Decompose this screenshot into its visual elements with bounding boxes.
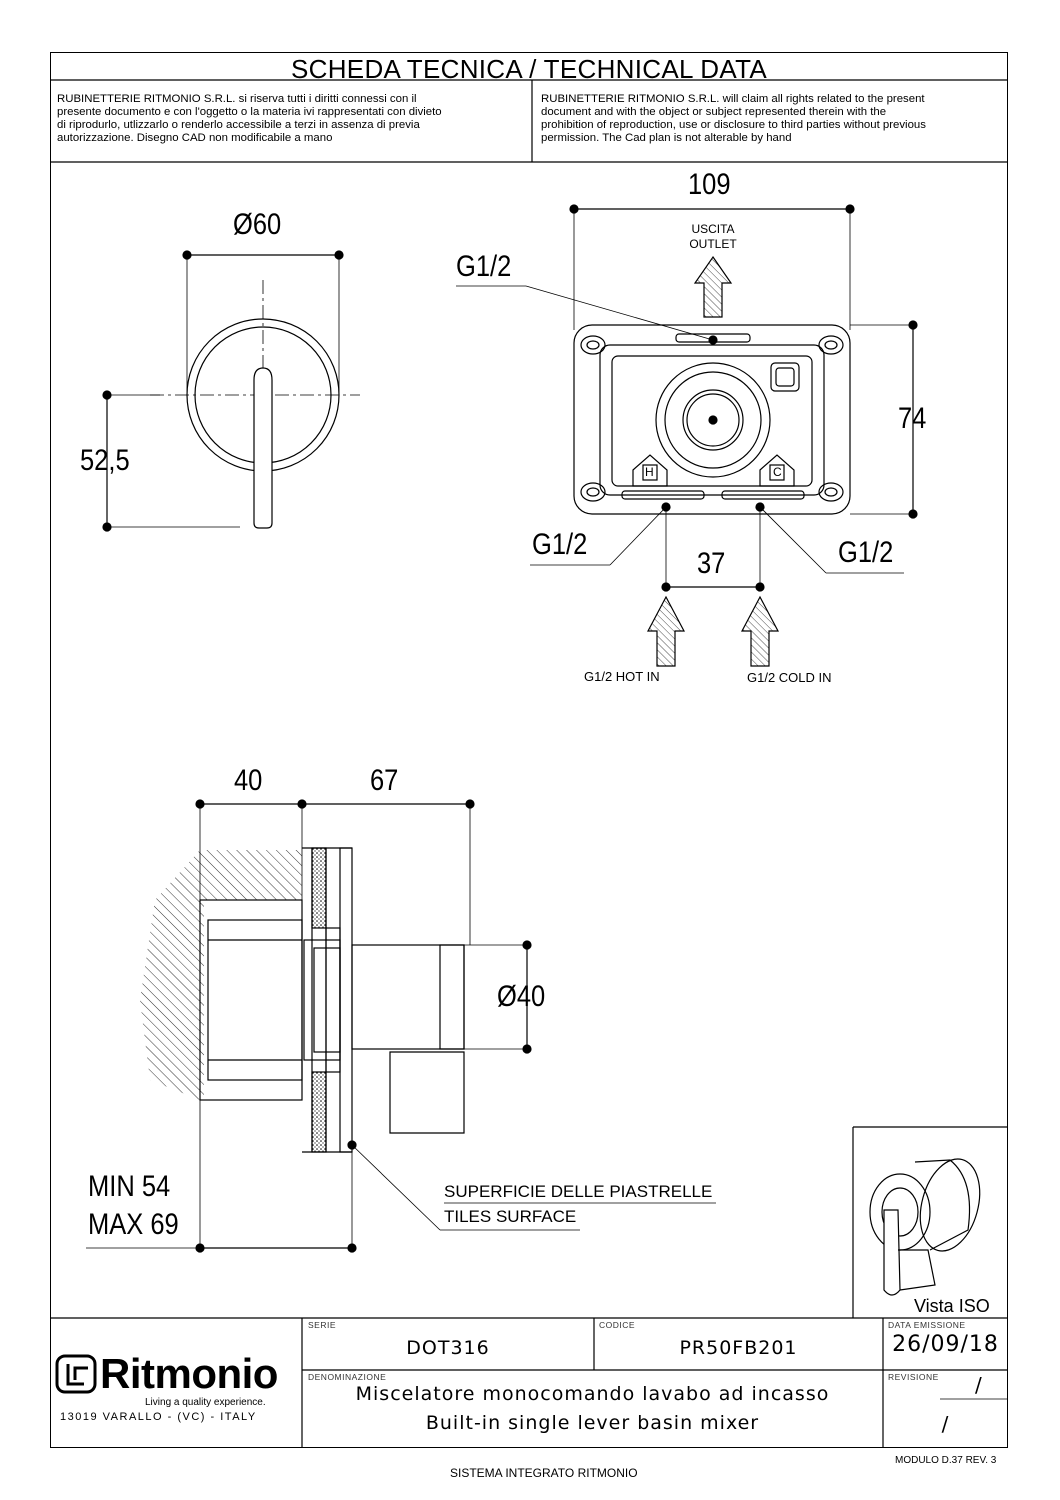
hot-in-label: G1/2 HOT IN bbox=[584, 669, 660, 684]
iso-view bbox=[852, 1126, 1008, 1318]
cold-marker: C bbox=[773, 465, 782, 479]
side-view bbox=[86, 799, 716, 1253]
depth-projection-label: 67 bbox=[370, 764, 399, 797]
system-label: SISTEMA INTEGRATO RITMONIO bbox=[450, 1466, 638, 1480]
inlet-spacing-label: 37 bbox=[697, 547, 726, 580]
hot-marker: H bbox=[645, 465, 654, 479]
serie-value: DOT316 bbox=[406, 1337, 490, 1359]
outlet-thread-label: G1/2 bbox=[456, 250, 512, 283]
top-height-label: 74 bbox=[898, 402, 927, 435]
min-label: MIN 54 bbox=[88, 1170, 171, 1203]
cold-in-label: G1/2 COLD IN bbox=[747, 670, 832, 685]
denominazione-label: DENOMINAZIONE bbox=[308, 1372, 387, 1382]
iso-view-label: Vista ISO bbox=[914, 1296, 990, 1316]
codice-value: PR50FB201 bbox=[679, 1337, 798, 1359]
tiles-label-en: TILES SURFACE bbox=[444, 1207, 577, 1226]
brand-address: 13019 VARALLO - (VC) - ITALY bbox=[60, 1411, 257, 1423]
top-view bbox=[456, 204, 918, 667]
brand-tagline: Living a quality experience. bbox=[145, 1397, 266, 1408]
outlet-label: USCITA OUTLET bbox=[689, 222, 737, 251]
data-label: DATA EMISSIONE bbox=[888, 1320, 966, 1330]
legal-notice-en: RUBINETTERIE RITMONIO S.R.L. will claim … bbox=[541, 93, 926, 144]
max-label: MAX 69 bbox=[88, 1208, 179, 1241]
revisione-value-a: / bbox=[975, 1373, 983, 1397]
cold-thread-label: G1/2 bbox=[838, 536, 894, 569]
side-diameter-label: Ø40 bbox=[497, 980, 546, 1013]
top-width-label: 109 bbox=[688, 168, 731, 201]
front-height-label: 52,5 bbox=[80, 444, 130, 477]
sheet-title: SCHEDA TECNICA / TECHNICAL DATA bbox=[291, 54, 767, 84]
drawing-frame bbox=[50, 52, 1008, 1448]
revisione-value-b: / bbox=[941, 1412, 950, 1436]
serie-label: SERIE bbox=[308, 1320, 337, 1330]
codice-label: CODICE bbox=[599, 1320, 636, 1330]
hot-thread-label: G1/2 bbox=[532, 528, 588, 561]
front-view bbox=[102, 250, 360, 532]
brand-logo: Ritmonio bbox=[100, 1350, 278, 1397]
front-diameter-label: Ø60 bbox=[233, 208, 282, 241]
description-it: Miscelatore monocomando lavabo ad incass… bbox=[355, 1383, 830, 1405]
depth-wall-label: 40 bbox=[234, 764, 263, 797]
tiles-label-it: SUPERFICIE DELLE PIASTRELLE bbox=[444, 1182, 713, 1201]
description-en: Built-in single lever basin mixer bbox=[425, 1412, 760, 1434]
legal-notice-it: RUBINETTERIE RITMONIO S.R.L. si riserva … bbox=[57, 93, 442, 144]
revisione-label: REVISIONE bbox=[888, 1372, 939, 1382]
title-block bbox=[50, 1317, 1008, 1448]
data-value: 26/09/18 bbox=[892, 1332, 999, 1357]
module-label: MODULO D.37 REV. 3 bbox=[895, 1455, 997, 1466]
